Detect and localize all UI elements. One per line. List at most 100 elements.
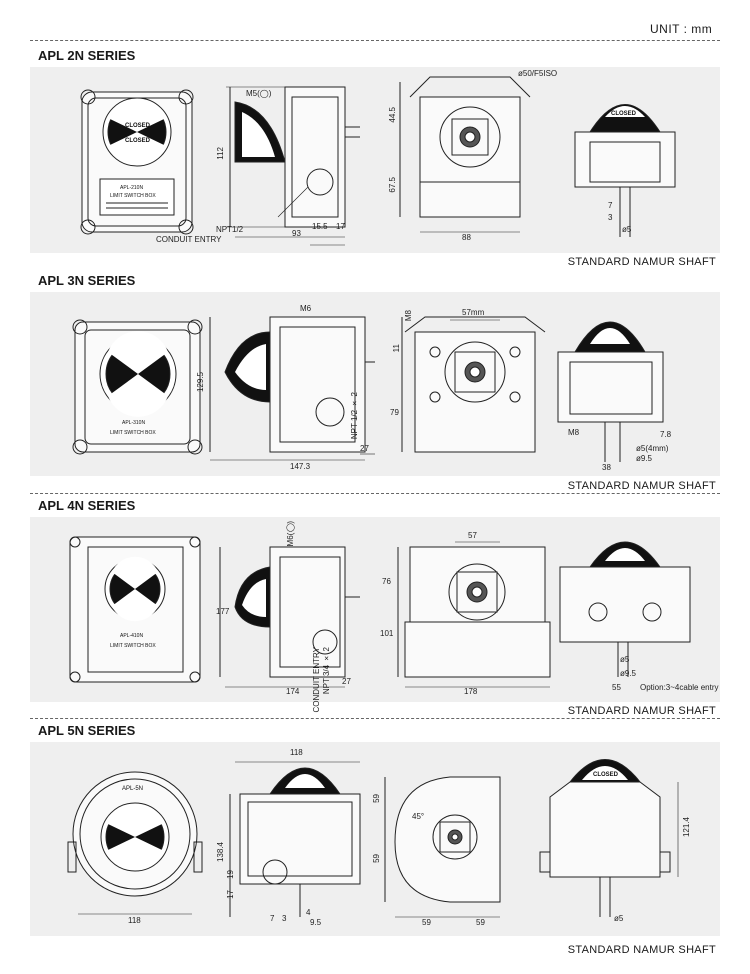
nameplate-model: APL-310N xyxy=(122,420,145,426)
indicator-text: CLOSED xyxy=(611,111,637,117)
section-footer: STANDARD NAMUR SHAFT xyxy=(567,480,716,492)
dim-79: 79 xyxy=(390,408,399,417)
dim-m8-top: M8 xyxy=(404,310,413,322)
drawing-panel: APL-410N LIMIT SWITCH BOX xyxy=(30,517,720,713)
side-view xyxy=(229,761,361,917)
dim-59-lower: 59 xyxy=(372,854,381,863)
section-footer: STANDARD NAMUR SHAFT xyxy=(567,256,716,268)
dim-7: 7 xyxy=(608,201,613,210)
dim-44-5: 44.5 xyxy=(388,107,397,123)
dim-npt: NPT 3/4 × 2 xyxy=(322,647,331,695)
indicator-text: CLOSED xyxy=(593,772,619,778)
dim-55: 55 xyxy=(612,683,621,692)
dim-76: 76 xyxy=(382,577,391,586)
dim-dia9-5: ø9.5 xyxy=(620,669,637,678)
dim-3: 3 xyxy=(282,914,287,923)
top-view xyxy=(401,316,546,453)
dim-dia5: ø5 xyxy=(614,914,624,923)
dim-dia50: ø50/F5ISO xyxy=(518,69,558,78)
rear-view xyxy=(559,541,691,677)
dim-dia5: ø5 xyxy=(620,655,630,664)
dim-147-3: 147.3 xyxy=(290,462,311,471)
drawing-panel: CLOSED CLOSED APL-210N LIMIT SWITCH BOX xyxy=(30,67,720,253)
section-title: APL 4N SERIES xyxy=(38,498,136,513)
dim-57mm: 57mm xyxy=(462,308,485,317)
side-view xyxy=(209,316,375,461)
dim-59-upper: 59 xyxy=(372,794,381,803)
dim-59-left: 59 xyxy=(422,918,431,927)
divider xyxy=(30,40,720,41)
nameplate-model: APL-410N xyxy=(120,633,143,639)
dim-conduit: CONDUIT ENTRY xyxy=(312,647,321,713)
dim-121-4: 121.4 xyxy=(682,817,691,838)
divider xyxy=(30,718,720,719)
dim-11: 11 xyxy=(392,344,401,353)
front-view: APL-410N LIMIT SWITCH BOX xyxy=(69,536,201,683)
section-title: APL 2N SERIES xyxy=(38,48,136,63)
dim-67-5: 67.5 xyxy=(388,177,397,193)
dim-4: 4 xyxy=(306,908,311,917)
dim-npt: NPT1/2 xyxy=(216,225,244,234)
dim-option: Option:3~4cable entry xyxy=(640,683,719,692)
dim-17: 17 xyxy=(336,222,345,231)
top-view xyxy=(399,76,531,233)
dim-npt: NPT 1/2 × 2 xyxy=(350,392,359,440)
dim-9-5: 9.5 xyxy=(310,918,322,927)
dim-138-4: 138.4 xyxy=(216,842,225,863)
dim-177: 177 xyxy=(216,607,230,616)
section-footer: STANDARD NAMUR SHAFT xyxy=(567,705,716,717)
front-view: APL-310N LIMIT SWITCH BOX xyxy=(72,319,203,455)
section-apl-3n: APL 3N SERIES APL-310N LIMIT SWITCH BOX xyxy=(30,270,720,495)
dim-dia9-5: ø9.5 xyxy=(636,454,653,463)
front-view: CLOSED CLOSED APL-210N LIMIT SWITCH BOX xyxy=(80,89,194,235)
nameplate-model: APL-5N xyxy=(122,786,143,792)
indicator-text: CLOSED xyxy=(125,123,151,129)
section-apl-5n: APL 5N SERIES APL-5N xyxy=(30,720,720,970)
dim-3: 3 xyxy=(608,213,613,222)
dim-118-top: 118 xyxy=(290,748,303,757)
section-apl-2n: APL 2N SERIES CLOSED CLOSED APL-210N LIM… xyxy=(30,40,720,270)
top-view xyxy=(397,541,551,688)
dim-112: 112 xyxy=(216,147,225,160)
section-footer: STANDARD NAMUR SHAFT xyxy=(567,944,716,956)
nameplate-type: LIMIT SWITCH BOX xyxy=(110,643,156,649)
top-view xyxy=(384,776,501,918)
dim-m8-bottom: M8 xyxy=(568,428,580,437)
dim-45-deg: 45° xyxy=(412,812,425,821)
dim-m6: M6 xyxy=(300,304,312,313)
rear-view: CLOSED xyxy=(574,104,676,237)
rear-view xyxy=(557,321,664,462)
nameplate-model: APL-210N xyxy=(120,185,143,191)
side-view xyxy=(226,86,360,246)
dim-conduit: CONDUIT ENTRY xyxy=(156,235,222,244)
dim-m6: M6(◯) xyxy=(286,521,295,547)
dim-129-5: 129.5 xyxy=(196,372,205,393)
apl-3n-drawing: APL-310N LIMIT SWITCH BOX xyxy=(72,316,664,462)
apl-4n-drawing: APL-410N LIMIT SWITCH BOX xyxy=(69,536,691,688)
dim-93: 93 xyxy=(292,229,301,238)
drawing-panel: APL-310N LIMIT SWITCH BOX xyxy=(30,292,720,476)
divider xyxy=(30,493,720,494)
apl-5n-drawing: APL-5N xyxy=(67,759,679,918)
dim-57: 57 xyxy=(468,531,477,540)
dim-174: 174 xyxy=(286,687,300,696)
dim-101: 101 xyxy=(380,629,394,638)
dim-88: 88 xyxy=(462,233,471,242)
dim-27: 27 xyxy=(360,444,369,453)
dim-m5: M5(◯) xyxy=(246,89,272,98)
dim-19: 19 xyxy=(226,870,235,879)
drawing-panel: APL-5N xyxy=(30,742,720,936)
side-view xyxy=(219,546,360,688)
dim-dia5-4mm: ø5(4mm) xyxy=(636,444,669,453)
nameplate-type: LIMIT SWITCH BOX xyxy=(110,430,156,436)
nameplate-type: LIMIT SWITCH BOX xyxy=(110,193,156,199)
rear-view: CLOSED xyxy=(539,759,679,917)
dim-15-5: 15.5 xyxy=(312,222,328,231)
section-title: APL 5N SERIES xyxy=(38,723,136,738)
dim-7-8: 7.8 xyxy=(660,430,672,439)
dim-27: 27 xyxy=(342,677,351,686)
front-view: APL-5N xyxy=(67,771,203,915)
dim-7: 7 xyxy=(270,914,275,923)
dim-17: 17 xyxy=(226,890,235,899)
dim-38: 38 xyxy=(602,463,611,472)
